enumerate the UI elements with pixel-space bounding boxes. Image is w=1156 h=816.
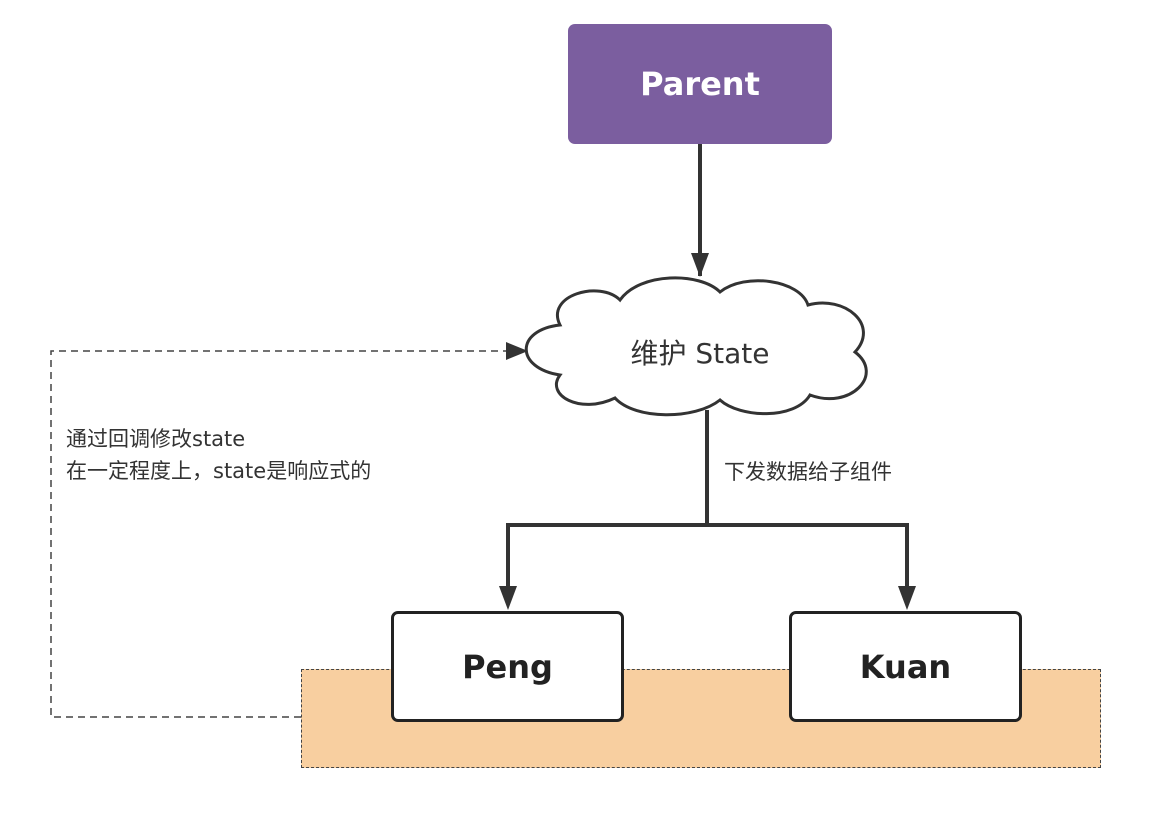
arrowhead-callback [506,342,528,360]
distribute-branch [506,523,909,595]
peng-node-label: Peng [462,647,553,686]
callback-label-line1: 通过回调修改state [66,427,246,451]
callback-connector [50,350,510,718]
arrowhead-parent-to-state [691,253,709,277]
kuan-node-label: Kuan [859,647,952,686]
parent-node: Parent [568,24,832,144]
distribute-label: 下发数据给子组件 [724,460,892,484]
parent-node-label: Parent [640,65,760,103]
arrowhead-to-peng [499,586,517,610]
peng-node: Peng [391,611,624,722]
state-cloud [524,276,868,417]
callback-label-line2: 在一定程度上，state是响应式的 [66,459,372,483]
state-node-label: 维护 State [630,337,770,370]
kuan-node: Kuan [789,611,1022,722]
arrowhead-to-kuan [898,586,916,610]
